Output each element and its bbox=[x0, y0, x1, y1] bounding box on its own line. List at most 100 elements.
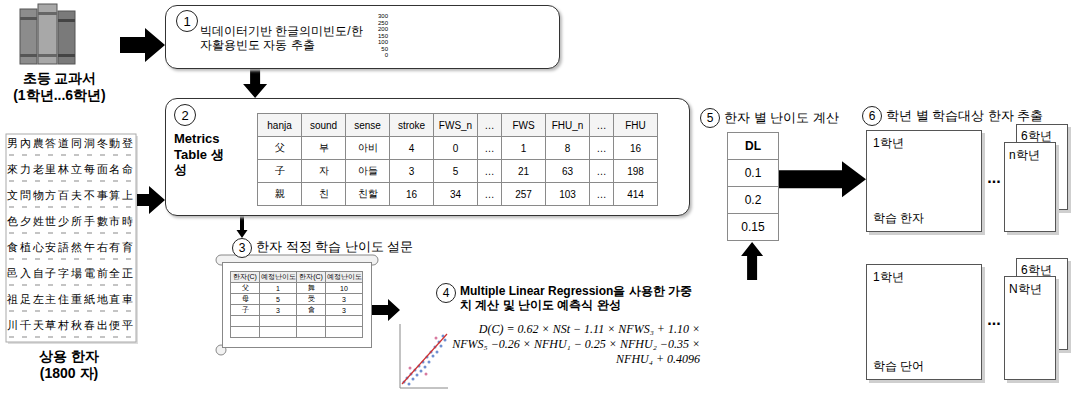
table-cell: 5 bbox=[433, 159, 478, 183]
table-cell-empty bbox=[296, 326, 326, 338]
table-cell: 16 bbox=[389, 182, 434, 206]
node-text: 빅데이터기반 한글의미빈도/한자활용빈도 자동 추출 bbox=[200, 24, 372, 53]
table-cell: 자 bbox=[301, 159, 346, 183]
table-cell: 친 bbox=[301, 182, 346, 206]
table-cell: stroke bbox=[389, 113, 434, 137]
process-box: 빅데이터기반 한글의미빈도/한자활용빈도 자동 추출 1 bbox=[165, 5, 560, 69]
hanja-row: 邑入自子字場電前全正 bbox=[7, 267, 135, 280]
table-cell: 親 bbox=[257, 182, 302, 206]
hanja-row: 川千天草村秋春出便平 bbox=[7, 319, 135, 332]
table-cell: 아들 bbox=[345, 159, 390, 183]
node-text: 1학년 bbox=[873, 270, 973, 284]
regression-step: Multiple Linear Regression을 사용한 가중치 계산 및… bbox=[400, 280, 760, 388]
survey-scroll: 한자(C)예정난이도한자(C)예정난이도父1舞10母5受3子3會3 bbox=[222, 262, 372, 348]
block-arrow bbox=[137, 186, 165, 214]
scroll-rolls bbox=[216, 255, 378, 355]
axis-tick: 0 bbox=[375, 52, 388, 58]
step-number-text: 2 bbox=[181, 109, 188, 122]
table-cell: 부 bbox=[301, 136, 346, 160]
block-arrow bbox=[741, 242, 763, 280]
node-text: N학년 bbox=[1009, 282, 1053, 296]
table-cell: 0 bbox=[433, 136, 478, 160]
step-number: 2 bbox=[174, 104, 196, 126]
block-arrow bbox=[779, 161, 866, 197]
table-cell: 103 bbox=[545, 182, 590, 206]
table-cell: sound bbox=[301, 113, 346, 137]
axis-tick: 300 bbox=[375, 13, 388, 19]
hanja-row: 食植心安語然午右有育 bbox=[7, 241, 135, 254]
node-text: 1학년 bbox=[873, 136, 973, 150]
table-cell: 0.1 bbox=[727, 159, 779, 187]
step-number: 1 bbox=[176, 10, 198, 32]
node-text: n학년 bbox=[1009, 148, 1053, 162]
axis-tick: 100 bbox=[375, 39, 388, 45]
table-cell: 1 bbox=[501, 136, 546, 160]
block-arrow bbox=[243, 69, 267, 98]
block-arrow bbox=[372, 299, 400, 321]
table-cell: … bbox=[589, 182, 614, 206]
axis-tick: 200 bbox=[375, 26, 388, 32]
step-label: 한자 적정 학습 난이도 설문 bbox=[256, 239, 456, 255]
table-cell: … bbox=[477, 113, 502, 137]
table-cell: FWS_n bbox=[433, 113, 478, 137]
node-text: 초등 교과서 (1학년...6학년) bbox=[2, 70, 117, 104]
table-cell: FWS bbox=[501, 113, 546, 137]
node-text: Multiple Linear Regression을 사용한 가중치 계산 및… bbox=[460, 284, 700, 313]
table-cell: 63 bbox=[545, 159, 590, 183]
metrics-table: hanjasoundsensestrokeFWS_n…FWSFHU_n…FHU父… bbox=[257, 113, 659, 207]
step-label: 학년 별 학습대상 한자 추출 bbox=[886, 108, 1068, 124]
hanja-row: 祖足左主住重紙地直車 bbox=[7, 293, 135, 306]
table-cell: 414 bbox=[613, 182, 658, 206]
table-cell: hanja bbox=[257, 113, 302, 137]
table-cell: 16 bbox=[613, 136, 658, 160]
table-cell-empty bbox=[259, 326, 297, 338]
table-cell: 257 bbox=[501, 182, 546, 206]
grade-document: n학년 bbox=[1004, 142, 1056, 232]
table-cell: sense bbox=[345, 113, 390, 137]
ellipsis: ... bbox=[984, 310, 1004, 329]
process-box: Metrics Table 생성2hanjasoundsensestrokeFW… bbox=[165, 98, 690, 216]
step-number: 4 bbox=[436, 283, 456, 303]
table-cell: 친할 bbox=[345, 182, 390, 206]
node-text: 학습 한자 bbox=[873, 211, 973, 225]
table-cell: 父 bbox=[257, 136, 302, 160]
step-number: 5 bbox=[700, 108, 720, 128]
step-number-text: 4 bbox=[443, 287, 450, 299]
step-number-text: 5 bbox=[707, 112, 714, 124]
node-text: D(C) = 0.62 × NSt − 1.11 × NFWS₃ + 1.10 … bbox=[450, 322, 700, 367]
grade-document: 1학년학습 단어 bbox=[866, 264, 982, 380]
table-cell: 34 bbox=[433, 182, 478, 206]
table-cell: 8 bbox=[545, 136, 590, 160]
table-cell: 4 bbox=[389, 136, 434, 160]
node-text: Metrics Table 생성 bbox=[174, 131, 236, 178]
table-cell: 子 bbox=[257, 159, 302, 183]
table-cell: … bbox=[477, 136, 502, 160]
table-cell: … bbox=[477, 182, 502, 206]
step-number: 6 bbox=[862, 106, 882, 126]
difficulty-table: DL0.10.20.15 bbox=[727, 132, 779, 242]
hanja-row: 色夕姓世少所手數市時 bbox=[7, 215, 135, 228]
table-cell: 0.2 bbox=[727, 186, 779, 214]
step-number-text: 3 bbox=[239, 242, 246, 254]
table-cell: … bbox=[589, 113, 614, 137]
scatter-plot bbox=[400, 324, 448, 388]
grade-document: N학년 bbox=[1004, 276, 1056, 380]
table-cell: … bbox=[477, 159, 502, 183]
source-icon: 초등 교과서 (1학년...6학년) bbox=[2, 2, 120, 107]
table-cell: … bbox=[589, 136, 614, 160]
hanja-chart-image bbox=[6, 134, 138, 344]
block-arrow bbox=[120, 28, 165, 62]
axis-tick: 50 bbox=[375, 46, 388, 52]
axis-tick: 250 bbox=[375, 20, 388, 26]
node-text: 상용 한자 (1800 자) bbox=[24, 348, 114, 382]
step-number-text: 6 bbox=[869, 110, 876, 122]
node-text: 학습 단어 bbox=[873, 359, 973, 373]
block-arrow bbox=[237, 216, 248, 238]
table-cell: FHU_n bbox=[545, 113, 590, 137]
step-label: 한자 별 난이도 계산 bbox=[724, 110, 854, 126]
table-cell: 198 bbox=[613, 159, 658, 183]
table-cell: 3 bbox=[389, 159, 434, 183]
step-number-text: 1 bbox=[183, 15, 190, 28]
table-cell: … bbox=[589, 159, 614, 183]
